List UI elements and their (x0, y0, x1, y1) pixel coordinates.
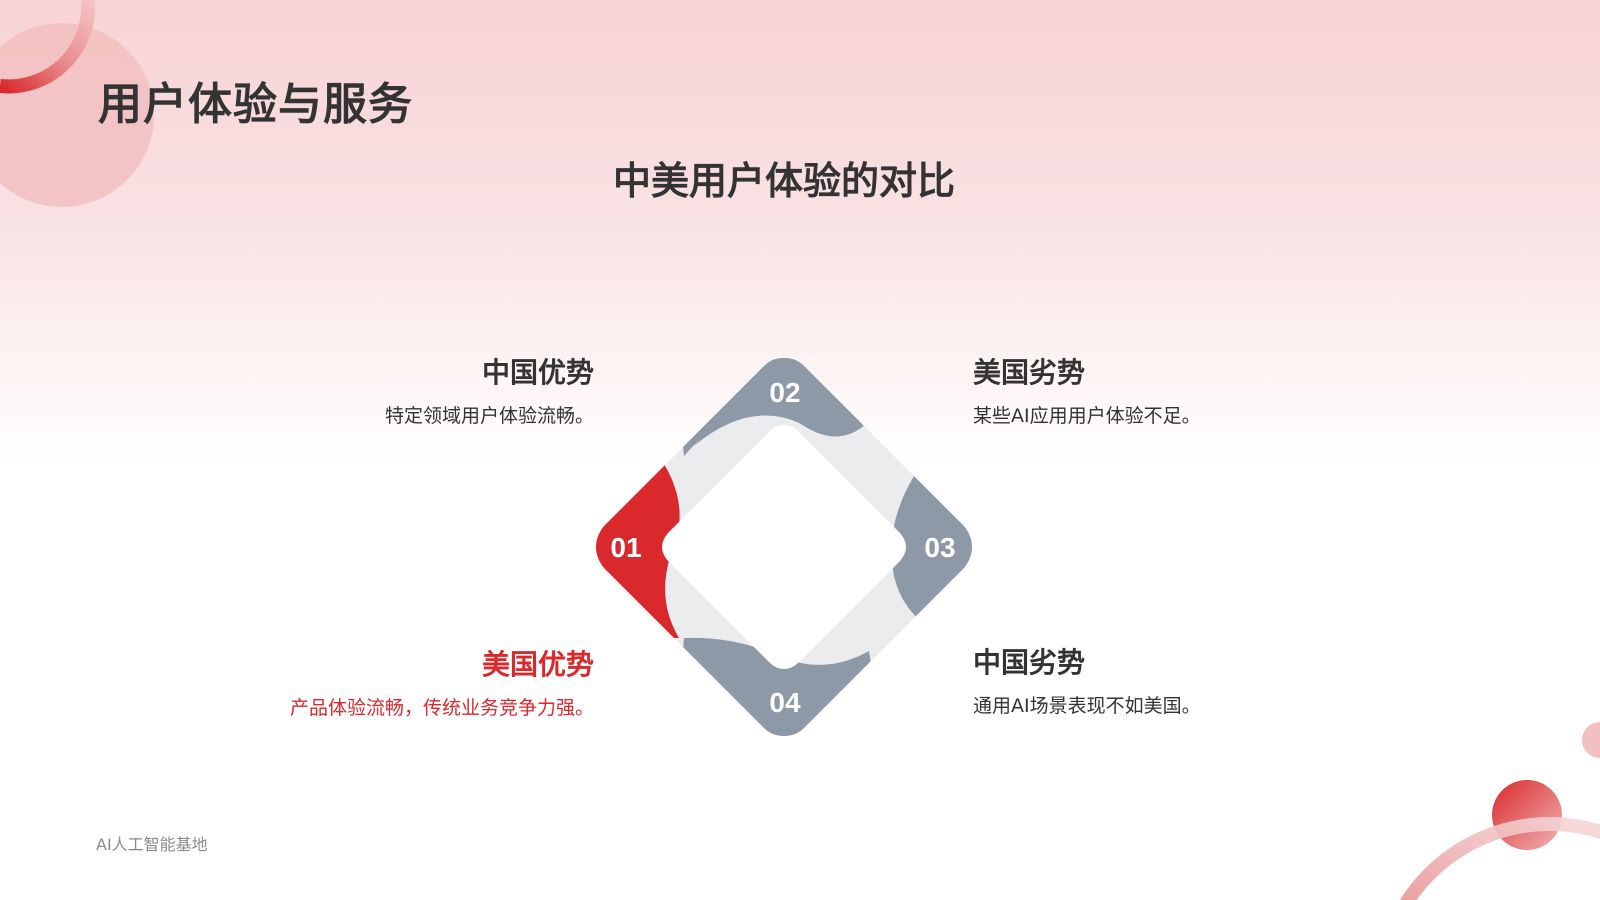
block-china-disadvantage: 中国劣势 通用AI场景表现不如美国。 (973, 645, 1303, 718)
block-text: 某些AI应用用户体验不足。 (973, 405, 1201, 427)
block-heading: 中国优势 (481, 356, 594, 389)
block-us-advantage: 美国优势 产品体验流畅，传统业务竞争力强。 (204, 647, 594, 720)
block-text: 通用AI场景表现不如美国。 (973, 695, 1201, 717)
segment-01-label: 01 (610, 532, 641, 563)
segment-03 (891, 466, 972, 631)
block-us-disadvantage: 美国劣势 某些AI应用用户体验不足。 (973, 355, 1303, 428)
segment-02-label: 02 (769, 377, 800, 408)
segment-01 (596, 464, 680, 638)
page-title: 用户体验与服务 (98, 79, 413, 130)
section-subtitle: 中美用户体验的对比 (612, 159, 955, 203)
block-heading: 美国优势 (481, 648, 594, 681)
segment-03-label: 03 (924, 532, 955, 563)
block-heading: 中国劣势 (973, 646, 1086, 679)
block-heading: 美国劣势 (973, 356, 1086, 389)
decorative-circles-bottom-right (1399, 722, 1600, 900)
segment-02 (674, 358, 884, 456)
block-text: 产品体验流畅，传统业务竞争力强。 (289, 697, 594, 719)
segment-04-label: 04 (769, 687, 801, 718)
block-china-advantage: 中国优势 特定领域用户体验流畅。 (264, 355, 594, 428)
four-segment-diamond-diagram: 01 02 03 04 (596, 358, 972, 736)
segment-04 (674, 637, 884, 736)
footer-brand: AI人工智能基地 (96, 835, 208, 854)
block-text: 特定领域用户体验流畅。 (384, 405, 594, 427)
